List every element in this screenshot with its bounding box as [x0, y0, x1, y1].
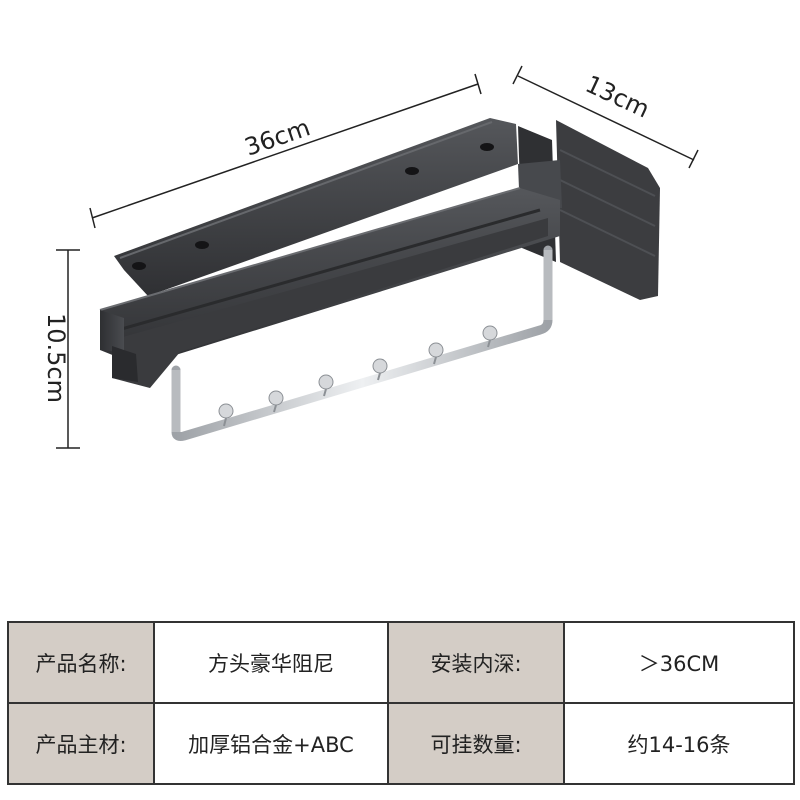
spec-value-material: 加厚铝合金+ABC	[153, 702, 389, 785]
dimension-depth-label: 13cm	[581, 70, 654, 124]
table-row: 产品名称: 方头豪华阻尼 安装内深: ＞36CM	[7, 621, 795, 704]
dimension-height-label: 10.5cm	[42, 313, 70, 403]
product-figure: 36cm 13cm 10.5cm	[42, 65, 699, 449]
table-row: 产品主材: 加厚铝合金+ABC 可挂数量: 约14-16条	[7, 702, 795, 785]
spec-label-material: 产品主材:	[7, 702, 155, 785]
spec-label-product-name: 产品名称:	[7, 621, 155, 704]
spec-label-capacity: 可挂数量:	[387, 702, 565, 785]
spec-value-product-name: 方头豪华阻尼	[153, 621, 389, 704]
dimension-height: 10.5cm	[42, 249, 80, 449]
spec-label-install-depth: 安装内深:	[387, 621, 565, 704]
pull-out-rack-illustration	[99, 118, 660, 441]
spec-table: 产品名称: 方头豪华阻尼 安装内深: ＞36CM 产品主材: 加厚铝合金+ABC…	[7, 621, 795, 785]
spec-value-capacity: 约14-16条	[563, 702, 795, 785]
spec-value-install-depth: ＞36CM	[563, 621, 795, 704]
